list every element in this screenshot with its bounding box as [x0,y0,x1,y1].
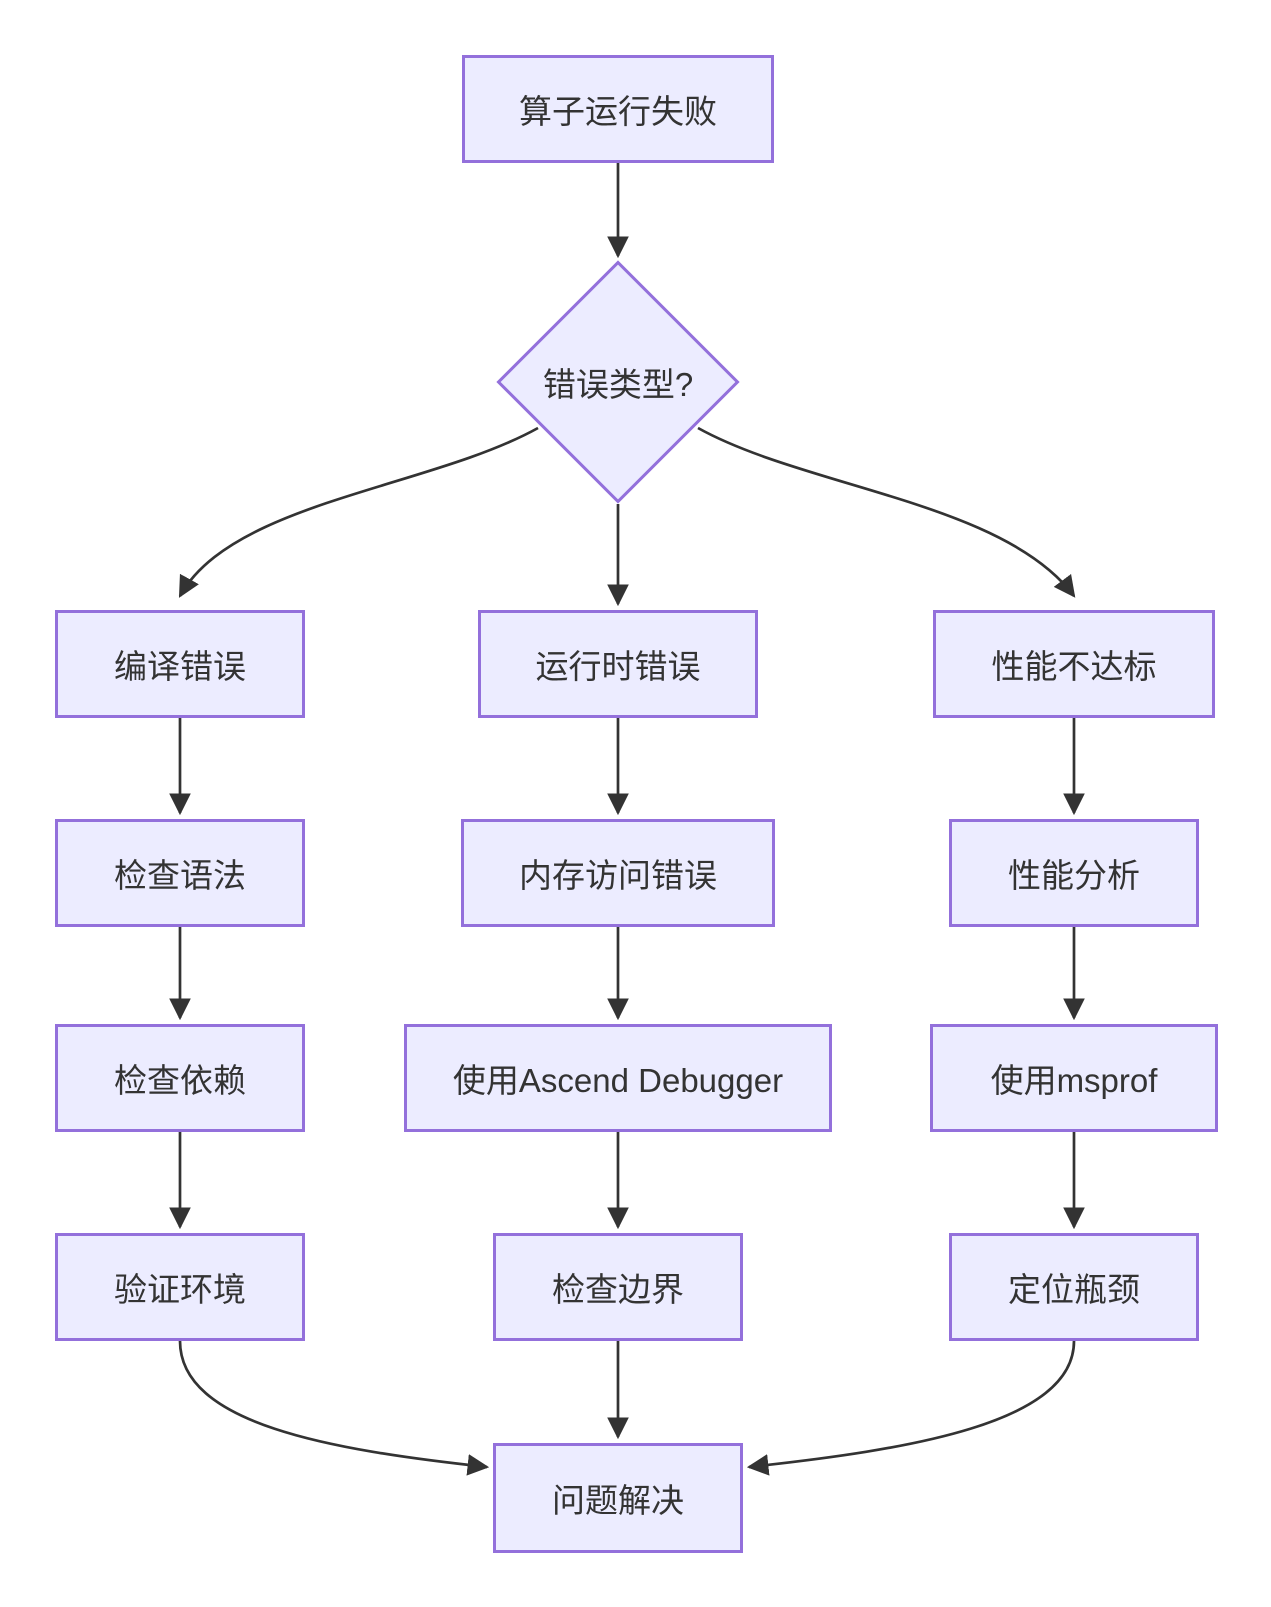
node-verify-environment: 验证环境 [55,1233,305,1341]
node-label: 性能不达标 [991,648,1157,685]
edge-verify-environment-solved [178,1340,490,1476]
node-label: 运行时错误 [535,648,701,685]
node-label: 检查语法 [114,857,246,894]
node-check-dependencies: 检查依赖 [55,1024,305,1132]
node-compile-error: 编译错误 [55,610,305,718]
node-locate-bottleneck: 定位瓶颈 [949,1233,1199,1341]
node-label: 使用msprof [990,1062,1158,1099]
node-label: 编译错误 [114,648,246,685]
edge-locate-bottleneck-solved [746,1340,1076,1476]
node-check-syntax: 检查语法 [55,819,305,927]
node-perf-not-met: 性能不达标 [933,610,1215,718]
node-label: 性能分析 [1008,857,1140,894]
node-use-msprof: 使用msprof [930,1024,1218,1132]
node-label: 使用Ascend Debugger [452,1062,784,1099]
node-runtime-error: 运行时错误 [478,610,758,718]
node-use-ascend-debugger: 使用Ascend Debugger [404,1024,832,1132]
edge-decision-perf-not-met [697,426,1076,598]
node-label: 检查边界 [552,1271,684,1308]
node-label: 内存访问错误 [519,857,717,894]
node-memory-access-error: 内存访问错误 [461,819,775,927]
node-label: 算子运行失败 [519,93,717,130]
node-error-type-decision: 错误类型? [496,260,740,504]
node-problem-solved: 问题解决 [493,1443,743,1553]
node-label: 定位瓶颈 [1008,1271,1140,1308]
node-label: 验证环境 [114,1271,246,1308]
node-check-boundary: 检查边界 [493,1233,743,1341]
node-perf-analysis: 性能分析 [949,819,1199,927]
edge-decision-compile-error [178,426,539,598]
node-label: 检查依赖 [114,1062,246,1099]
node-operator-run-failed: 算子运行失败 [462,55,774,163]
node-label: 错误类型? [542,366,694,403]
node-label: 问题解决 [552,1482,684,1519]
